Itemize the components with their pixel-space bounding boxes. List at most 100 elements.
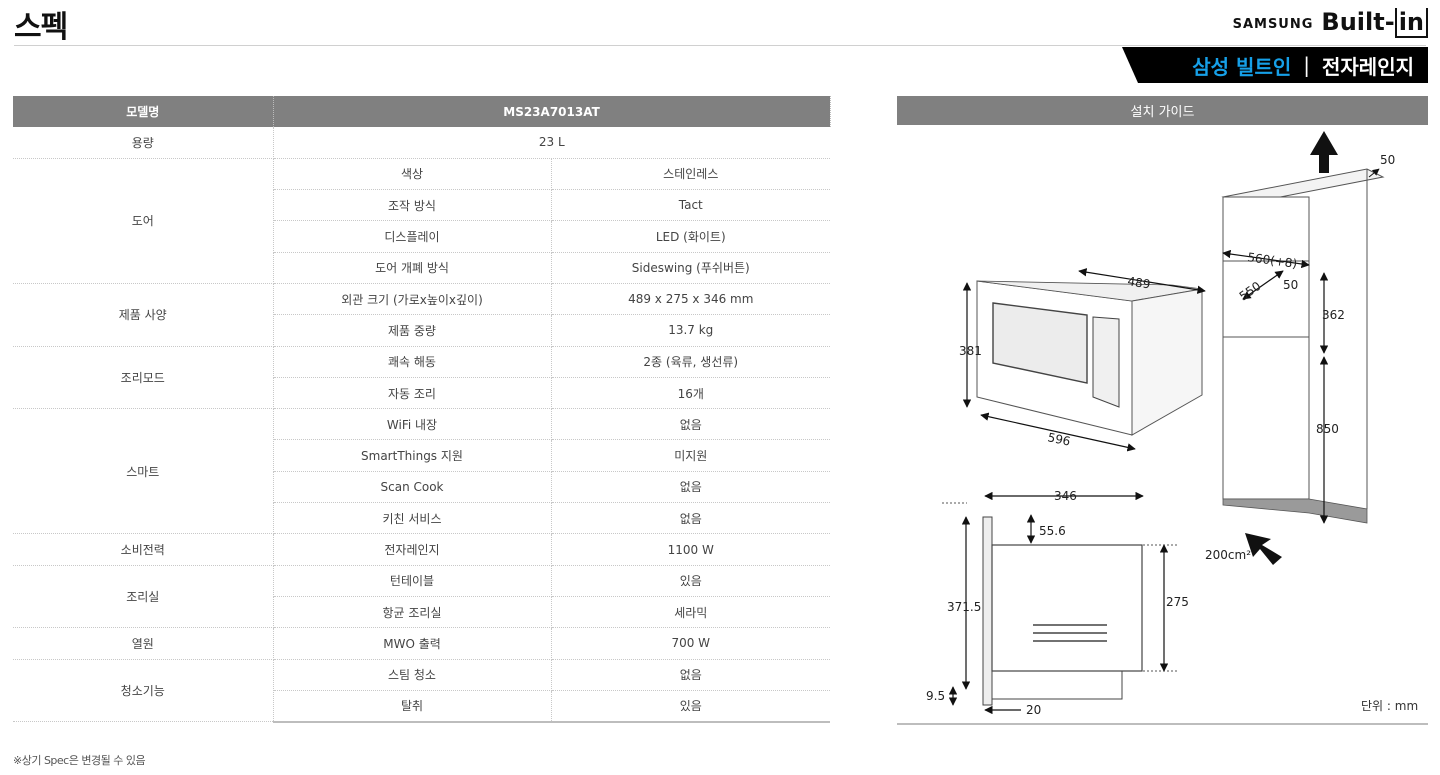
spec-key: Scan Cook	[273, 471, 552, 504]
capacity-label: 용량	[13, 127, 274, 159]
banner-category: 전자레인지	[1322, 54, 1414, 79]
dim-489-line	[1078, 268, 1206, 294]
brand-builtin: Built-in	[1321, 8, 1428, 38]
install-guide-diagram: 50 560(+8) 550 50 362 850 200cm² 489 381…	[926, 131, 1395, 717]
spec-value: 2종 (육류, 생선류)	[551, 346, 831, 378]
spec-value: 없음	[551, 471, 831, 504]
dim-850: 850	[1316, 422, 1339, 436]
spec-category: 도어	[13, 158, 274, 284]
dim-381: 381	[959, 344, 982, 358]
spec-header-row: 모델명 MS23A7013AT	[13, 96, 831, 127]
brand-in-text: in	[1394, 8, 1428, 38]
spec-value: 16개	[551, 377, 831, 410]
unit-note: 단위 : mm	[1361, 699, 1419, 713]
banner-brand-line: 삼성 빌트인	[1192, 54, 1292, 79]
model-label: 모델명	[13, 96, 274, 127]
dim-560: 560(+8)	[1247, 250, 1298, 271]
microwave-window	[992, 302, 1088, 384]
title-divider	[14, 45, 1426, 46]
dim-560-line	[1222, 249, 1310, 269]
dim-50-mid: 50	[1283, 278, 1298, 292]
dim-346: 346	[1054, 489, 1077, 503]
capacity-row: 용량 23 L	[13, 127, 831, 159]
airflow-up-arrow	[1310, 131, 1338, 173]
brand-samsung: SAMSUNG	[1232, 17, 1314, 32]
spec-key: MWO 출력	[273, 627, 552, 660]
spec-key: 탈취	[273, 690, 552, 723]
dim-20: 20	[1026, 703, 1041, 717]
spec-value: 세라믹	[551, 596, 831, 629]
capacity-value: 23 L	[273, 127, 831, 159]
side-view-body	[991, 544, 1143, 672]
spec-value: Tact	[551, 189, 831, 222]
spec-key: 스팀 청소	[273, 659, 552, 691]
side-view-frame	[982, 516, 993, 706]
spec-value: 미지원	[551, 439, 831, 472]
model-number: MS23A7013AT	[273, 96, 831, 127]
cabinet-plinth	[1222, 498, 1368, 524]
spec-category: 청소기능	[13, 659, 274, 723]
spec-value: 13.7 kg	[551, 314, 831, 347]
spec-value: 489 x 275 x 346 mm	[551, 283, 831, 316]
category-banner: 삼성 빌트인 | 전자레인지	[1122, 47, 1428, 83]
dim-489: 489	[1127, 274, 1152, 291]
dim-50-top: 50	[1380, 153, 1395, 167]
microwave-panel	[1092, 316, 1120, 408]
dim-50-top-line	[1368, 168, 1380, 178]
spec-value: 없음	[551, 659, 831, 691]
spec-category: 열원	[13, 627, 274, 660]
spec-key: SmartThings 지원	[273, 439, 552, 472]
spec-key: 턴테이블	[273, 565, 552, 597]
spec-category: 조리실	[13, 565, 274, 629]
guide-bottom-rule	[897, 723, 1428, 725]
cabinet-lower-section	[1222, 336, 1310, 500]
dim-275: 275	[1166, 595, 1189, 609]
dim-55-6: 55.6	[1039, 524, 1066, 538]
spec-value: LED (화이트)	[551, 220, 831, 253]
spec-key: 외관 크기 (가로x높이x깊이)	[273, 283, 552, 316]
spec-value: 없음	[551, 408, 831, 441]
side-view-plinth	[991, 670, 1123, 700]
dim-362: 362	[1322, 308, 1345, 322]
spec-value: 700 W	[551, 627, 831, 660]
spec-value: 없음	[551, 502, 831, 535]
dim-200: 200cm²	[1205, 548, 1251, 562]
spec-value: 스테인레스	[551, 158, 831, 191]
install-guide-header: 설치 가이드	[897, 96, 1428, 125]
spec-value: 있음	[551, 690, 831, 723]
brand-logo: SAMSUNG Built-in	[1232, 8, 1428, 38]
spec-value: 1100 W	[551, 533, 831, 566]
brand-built-text: Built-	[1321, 8, 1395, 36]
spec-key: 키친 서비스	[273, 502, 552, 535]
airflow-in-arrow	[1245, 533, 1282, 565]
dim-9-5: 9.5	[926, 689, 945, 703]
spec-category: 소비전력	[13, 533, 274, 566]
spec-key: 항균 조리실	[273, 596, 552, 629]
spec-category: 제품 사양	[13, 283, 274, 347]
spec-value: Sideswing (푸쉬버튼)	[551, 252, 831, 284]
spec-key: WiFi 내장	[273, 408, 552, 441]
microwave-front-drawing	[962, 268, 1206, 452]
page-title: 스펙	[14, 10, 68, 45]
cabinet-drawing	[1221, 131, 1385, 565]
spec-category: 조리모드	[13, 346, 274, 410]
dim-550-line	[1242, 270, 1284, 300]
microwave-frame-right	[1131, 288, 1203, 436]
spec-key: 도어 개폐 방식	[273, 252, 552, 284]
spec-key: 쾌속 해동	[273, 346, 552, 378]
dim-596: 596	[1046, 430, 1071, 448]
banner-separator: |	[1303, 53, 1310, 77]
